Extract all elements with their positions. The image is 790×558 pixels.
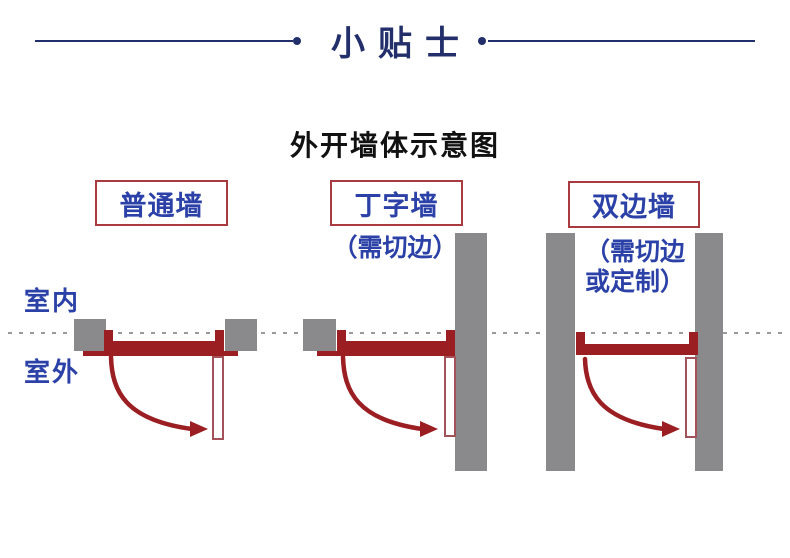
dot-icon-right [478, 37, 486, 45]
door-frame-sill [83, 351, 238, 356]
wall-block-right [225, 319, 257, 351]
open-door-leaf [444, 356, 456, 437]
door-frame-sill [317, 351, 455, 356]
door-frame-jamb-left [337, 330, 346, 342]
diagram-title: 外开墙体示意图 [289, 130, 500, 161]
open-door-leaf [685, 357, 697, 438]
header-divider-line-left [35, 40, 293, 42]
door-frame-jamb-right [215, 330, 224, 342]
indoor-label: 室内 [24, 286, 81, 316]
door-frame-bar [104, 341, 224, 351]
door-frame-jamb-left [576, 332, 585, 345]
door-frame-bar [337, 341, 455, 351]
panel-label-double-wall: 双边墙 [568, 181, 700, 228]
panel-label-t-wall: 丁字墙 [330, 180, 463, 226]
indoor-outdoor-dashed-line [8, 332, 782, 334]
wall-block-left [74, 319, 106, 351]
door-frame-jamb-right [689, 332, 698, 345]
door-frame-jamb-left [104, 330, 113, 342]
outdoor-label: 室外 [24, 357, 81, 387]
panel-note-t-wall: （需切边） [332, 234, 458, 262]
header-divider-line-right [488, 40, 755, 42]
panel-note-double-wall: （需切边 或定制） [584, 238, 685, 296]
door-frame-bar [576, 344, 698, 355]
door-swing-arrow-icon [582, 356, 680, 437]
page-title: 小贴士 [331, 25, 472, 63]
dot-icon-left [293, 37, 301, 45]
tall-wall-right [455, 233, 487, 471]
open-door-leaf [212, 356, 224, 440]
tall-wall-left [546, 233, 575, 471]
panel-label-plain-wall: 普通墙 [95, 180, 228, 226]
tall-wall-right [695, 233, 723, 471]
door-swing-arrow-icon [108, 354, 208, 437]
door-swing-arrow-icon [340, 354, 438, 437]
wall-block-left [303, 319, 336, 351]
